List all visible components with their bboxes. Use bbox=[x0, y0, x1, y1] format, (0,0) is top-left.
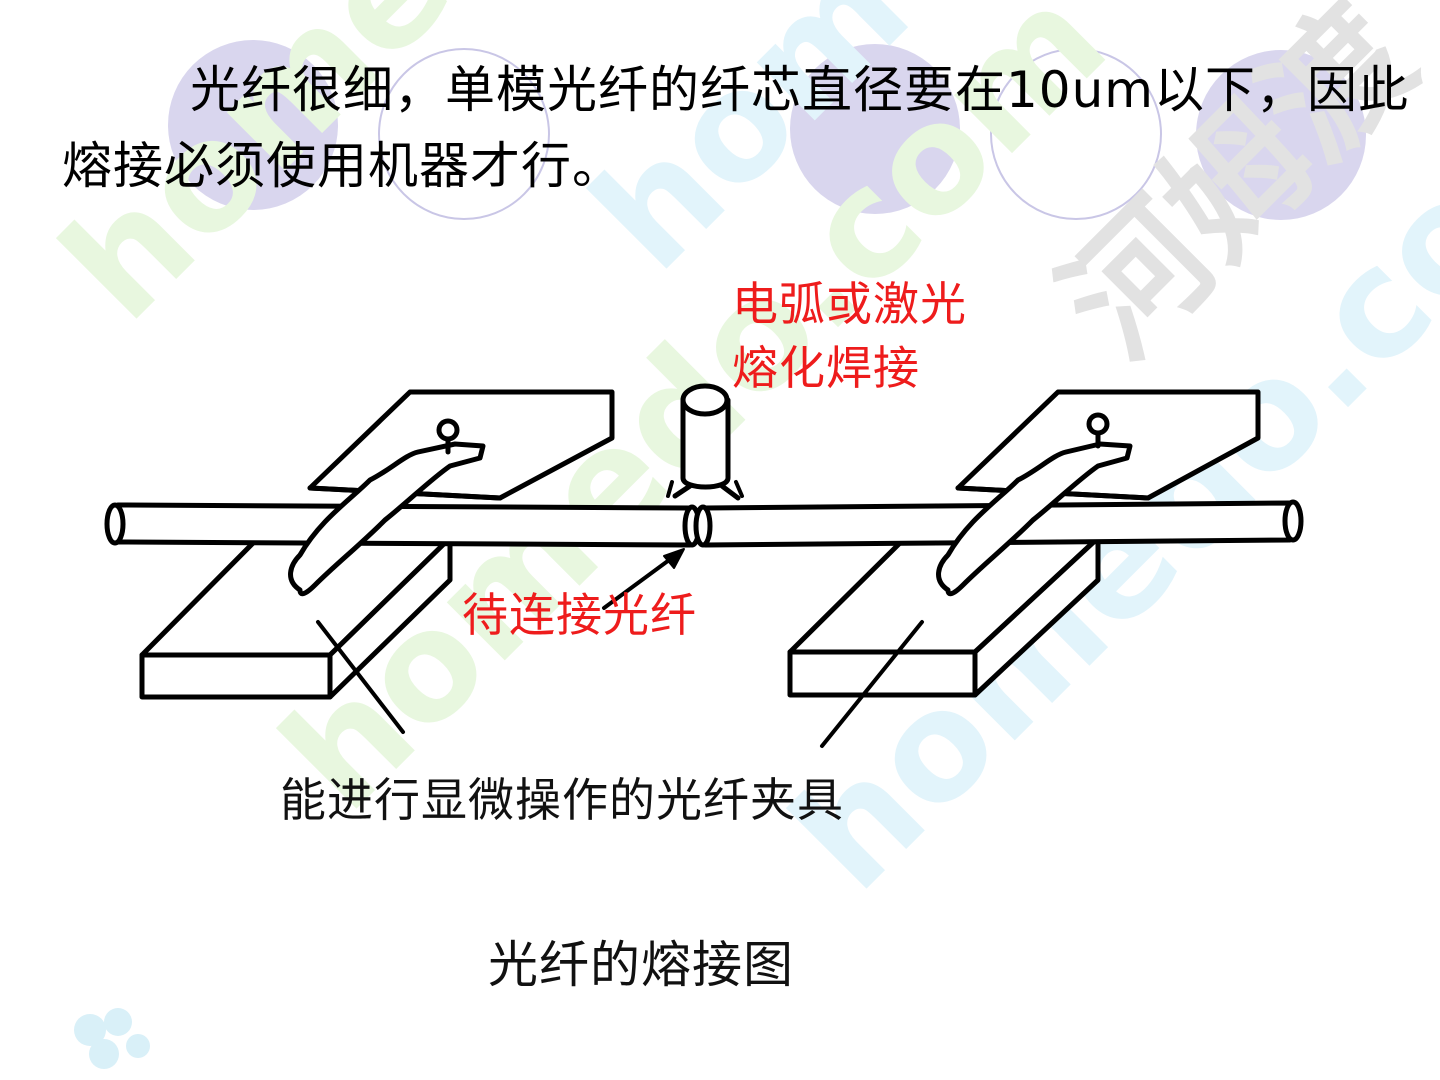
decor-circle-1 bbox=[168, 40, 338, 210]
decor-ring-1 bbox=[378, 48, 550, 220]
brand-logo-icon bbox=[74, 1008, 150, 1069]
fiber-ends-label: 待连接光纤 bbox=[462, 588, 697, 642]
electrode-label-line-2: 熔化焊接 bbox=[732, 341, 920, 395]
splice-joint bbox=[682, 504, 713, 548]
decor-ring-2 bbox=[990, 48, 1162, 220]
electrode-label-line-1: 电弧或激光 bbox=[732, 277, 967, 331]
decor-circle-3 bbox=[1196, 50, 1366, 220]
clamp-label: 能进行显微操作的光纤夹具 bbox=[280, 773, 844, 827]
left-clamp-leader bbox=[316, 620, 405, 734]
right-clamp-lever bbox=[936, 412, 1133, 597]
right-clamp-leader bbox=[820, 620, 924, 748]
right-clamp-base bbox=[787, 535, 1101, 698]
intro-paragraph: 光纤很细，单模光纤的纤芯直径要在10um以下，因此熔接必须使用机器才行。 bbox=[62, 61, 1410, 195]
decor-circle-2 bbox=[790, 44, 960, 214]
left-clamp-lever bbox=[288, 418, 486, 597]
diagram-caption: 光纤的熔接图 bbox=[488, 936, 794, 994]
fiber-ends-arrowhead bbox=[663, 548, 685, 569]
electrode bbox=[666, 383, 744, 501]
